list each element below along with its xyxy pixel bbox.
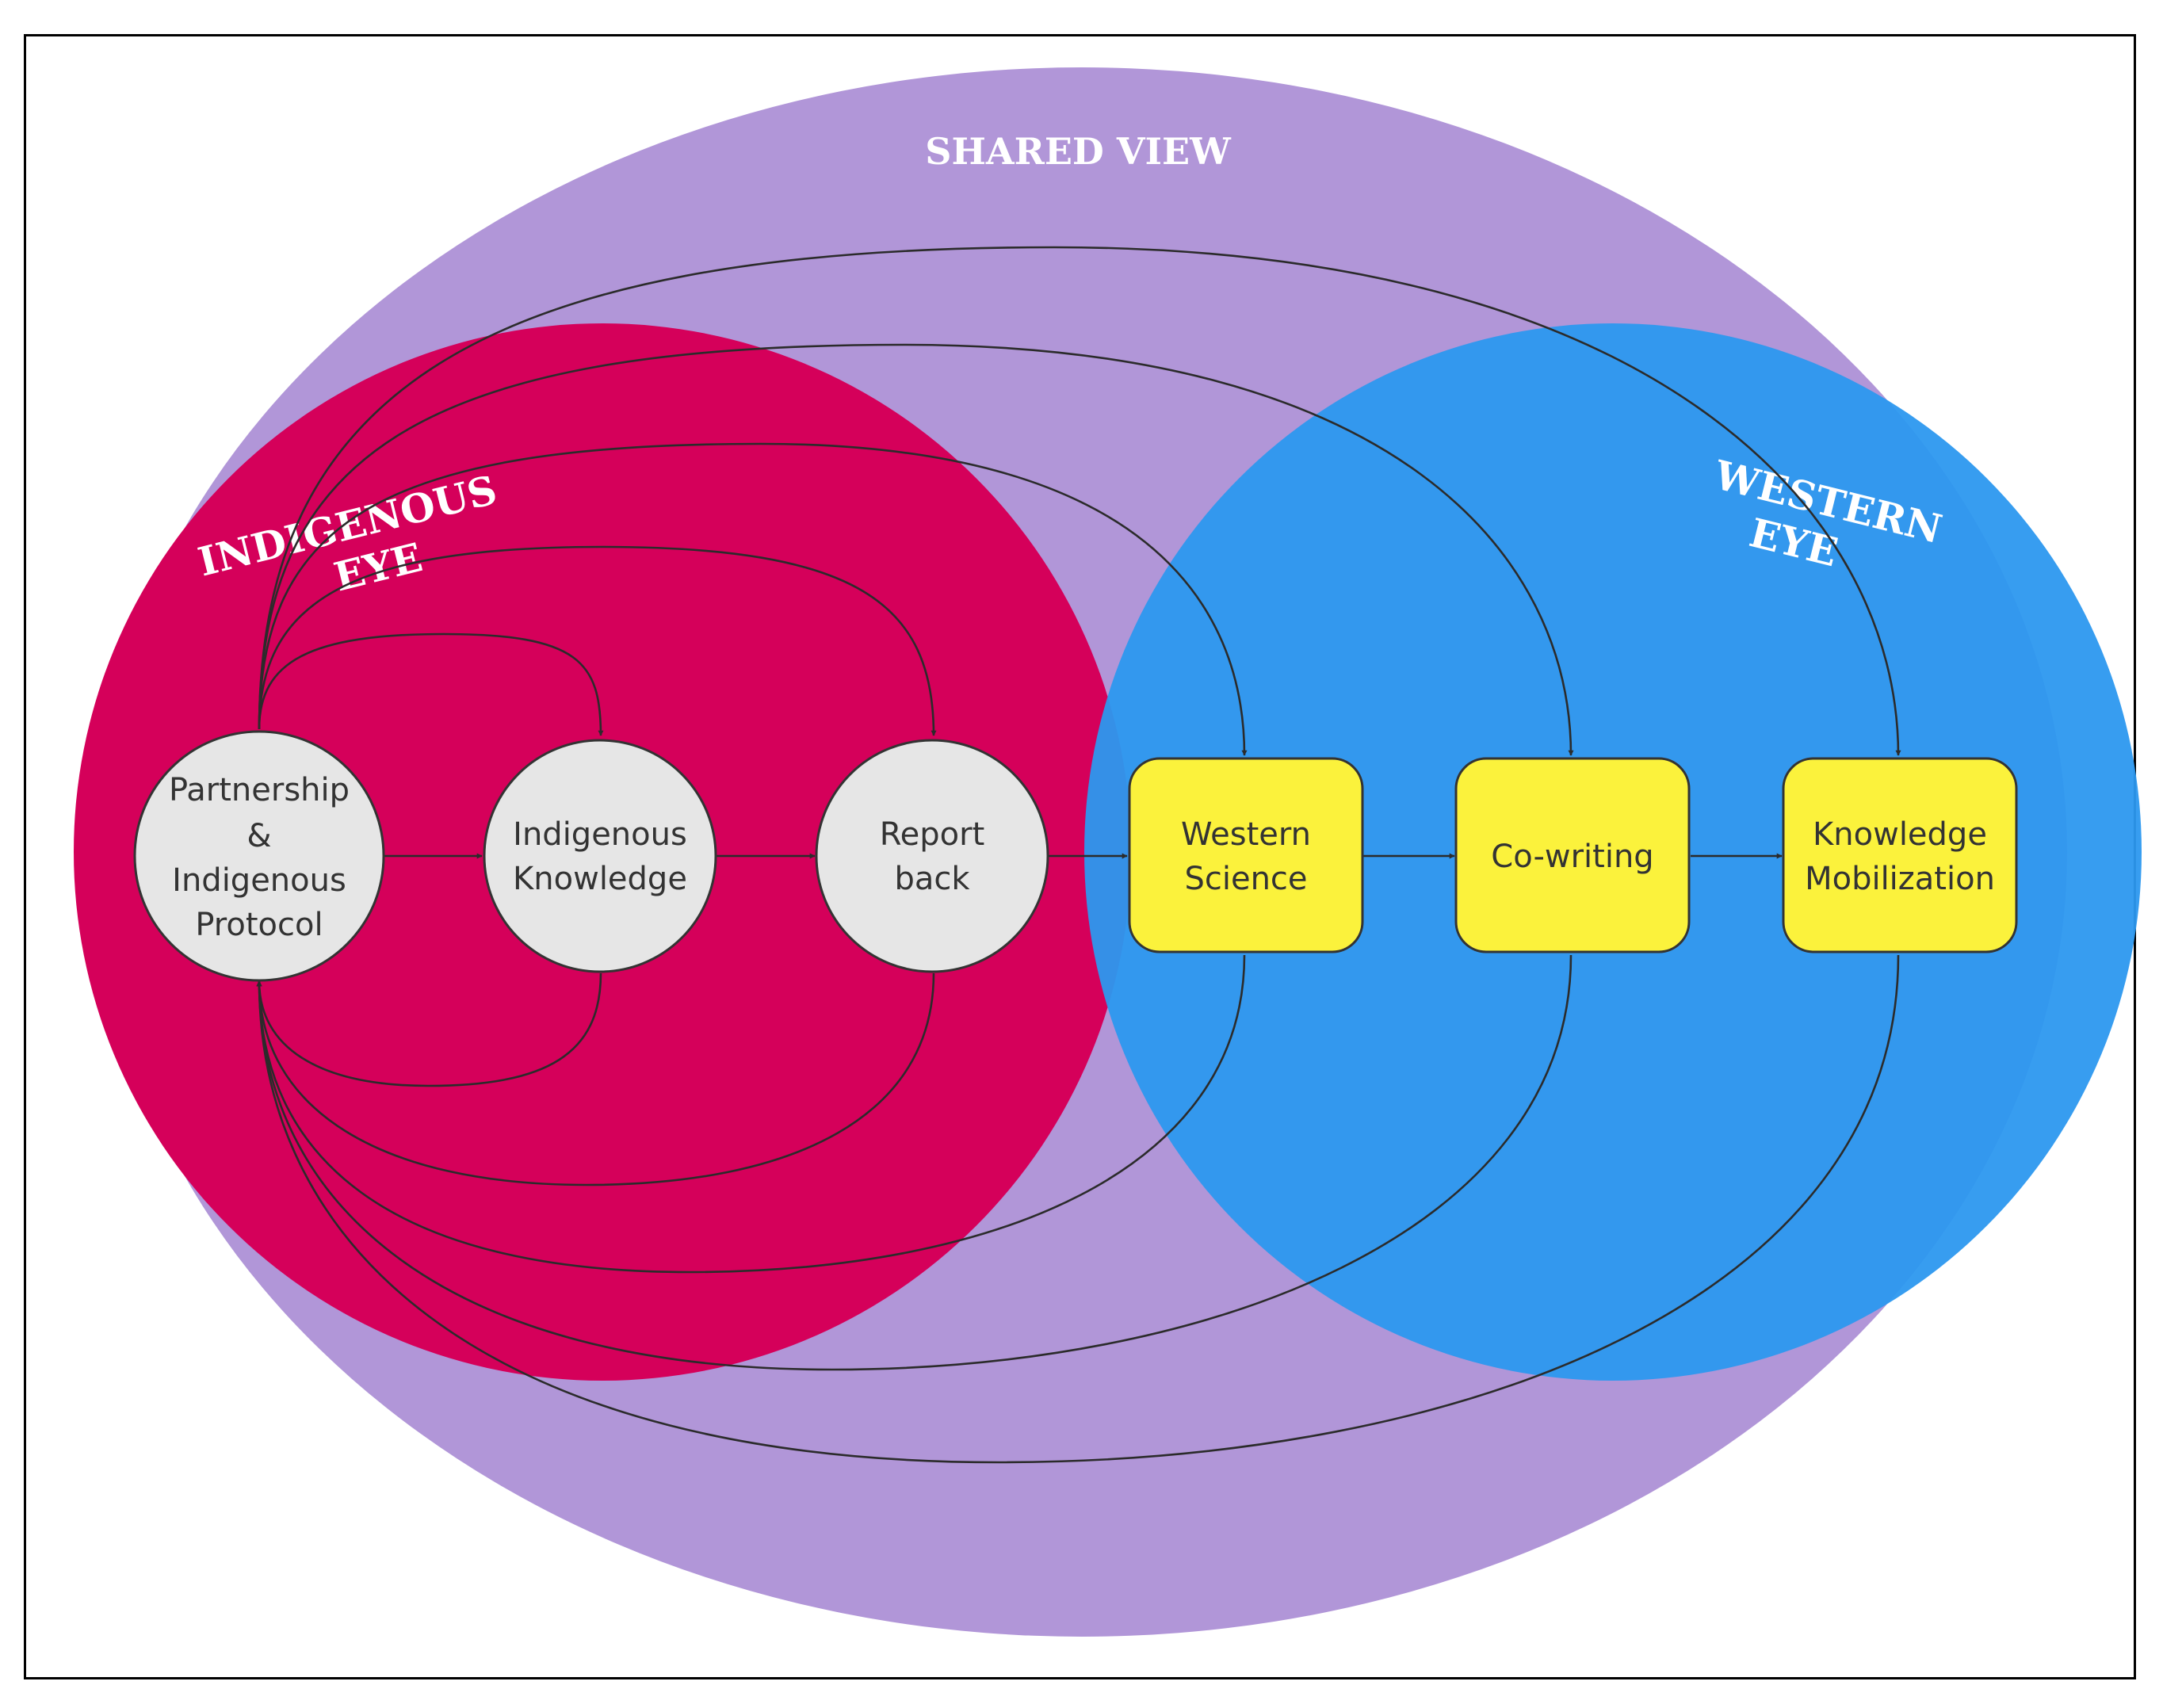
node-indigenous-knowledge-shape [483, 739, 717, 973]
node-partnership-line2: & [246, 818, 271, 854]
node-knowledge-mobilization-shape [1782, 757, 2018, 953]
node-indigenous-knowledge-line1: Indigenous [513, 816, 687, 853]
arc-science-to-partnership [256, 954, 1246, 1274]
arc-partnership-to-report [258, 545, 937, 736]
node-co-writing-line1: Co-writing [1491, 839, 1653, 875]
node-western-science-shape [1128, 757, 1364, 953]
arc-partnership-to-science [258, 442, 1248, 756]
node-co-writing-shape [1454, 757, 1691, 953]
arc-partnership-to-cowriting [258, 343, 1574, 756]
arc-knowledge-to-partnership [256, 972, 602, 1087]
node-report-back: Report back [815, 739, 1049, 973]
node-western-science-line1: Western [1181, 816, 1311, 853]
node-report-back-line1: Report [880, 816, 985, 853]
shared-view-label: SHARED VIEW [925, 130, 1232, 173]
node-indigenous-knowledge-line2: Knowledge [513, 861, 687, 897]
arc-cowriting-to-partnership [256, 954, 1573, 1371]
node-western-science-line2: Science [1184, 861, 1307, 897]
node-co-writing: Co-writing [1454, 757, 1691, 953]
node-partnership-line4: Protocol [195, 907, 323, 943]
node-partnership-line1: Partnership [169, 772, 350, 808]
node-partnership-line3: Indigenous [172, 862, 346, 899]
node-knowledge-mobilization: Knowledge Mobilization [1782, 757, 2018, 953]
node-indigenous-knowledge: Indigenous Knowledge [483, 739, 717, 973]
node-knowledge-mobilization-line2: Mobilization [1805, 861, 1995, 897]
node-partnership: Partnership & Indigenous Protocol [133, 730, 385, 982]
arc-report-to-partnership [256, 972, 935, 1186]
arc-partnership-to-knowledge [258, 632, 604, 736]
node-report-back-line2: back [894, 861, 970, 897]
arc-partnership-to-mobilization [258, 246, 1901, 756]
node-western-science: Western Science [1128, 757, 1364, 953]
forward-arcs [258, 246, 1901, 756]
arc-mobilization-to-partnership [256, 954, 1900, 1464]
node-report-back-shape [815, 739, 1049, 973]
return-arcs [256, 954, 1900, 1464]
node-partnership-shape [133, 730, 385, 982]
node-knowledge-mobilization-line1: Knowledge [1813, 816, 1987, 853]
